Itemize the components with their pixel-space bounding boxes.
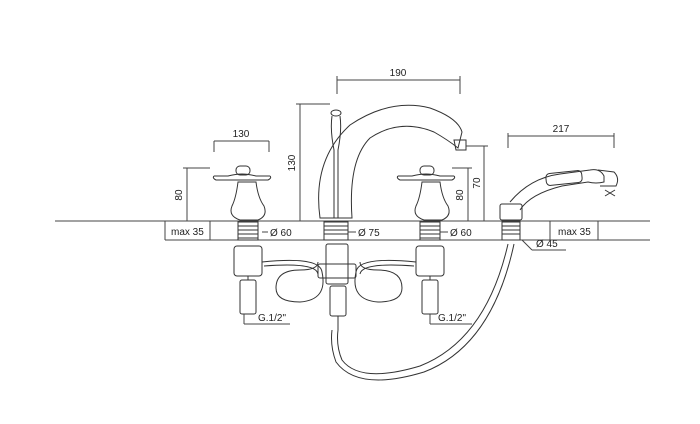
dim-dia-right: Ø 60 [450, 228, 472, 239]
hand-shower [331, 169, 619, 381]
dim-handle-height-left: 80 [174, 189, 185, 201]
dimension-lines [164, 76, 615, 325]
mixing-body [261, 243, 417, 330]
spout [318, 104, 467, 241]
left-loop-hose [261, 259, 324, 303]
dim-dia-center: Ø 75 [358, 228, 380, 239]
shower-hose [337, 243, 509, 375]
dim-max-right: max 35 [558, 227, 591, 238]
lift-rod [330, 109, 342, 218]
dim-thread-left: G.1/2" [258, 313, 286, 324]
left-handle-valve [212, 165, 272, 315]
right-loop-hose [354, 259, 417, 303]
dim-shower-holder-height: 70 [472, 177, 483, 189]
dim-dia-shower: Ø 45 [536, 239, 558, 250]
dim-spout-reach: 190 [390, 68, 407, 79]
dim-handle-height-right: 80 [455, 189, 466, 201]
dim-dia-left: Ø 60 [270, 228, 292, 239]
dim-max-left: max 35 [171, 227, 204, 238]
dim-spout-height: 130 [287, 154, 298, 171]
dim-thread-right: G.1/2" [438, 313, 466, 324]
dim-handle-span: 130 [233, 129, 250, 140]
dim-shower-length: 217 [553, 124, 570, 135]
right-handle-valve [396, 165, 456, 315]
